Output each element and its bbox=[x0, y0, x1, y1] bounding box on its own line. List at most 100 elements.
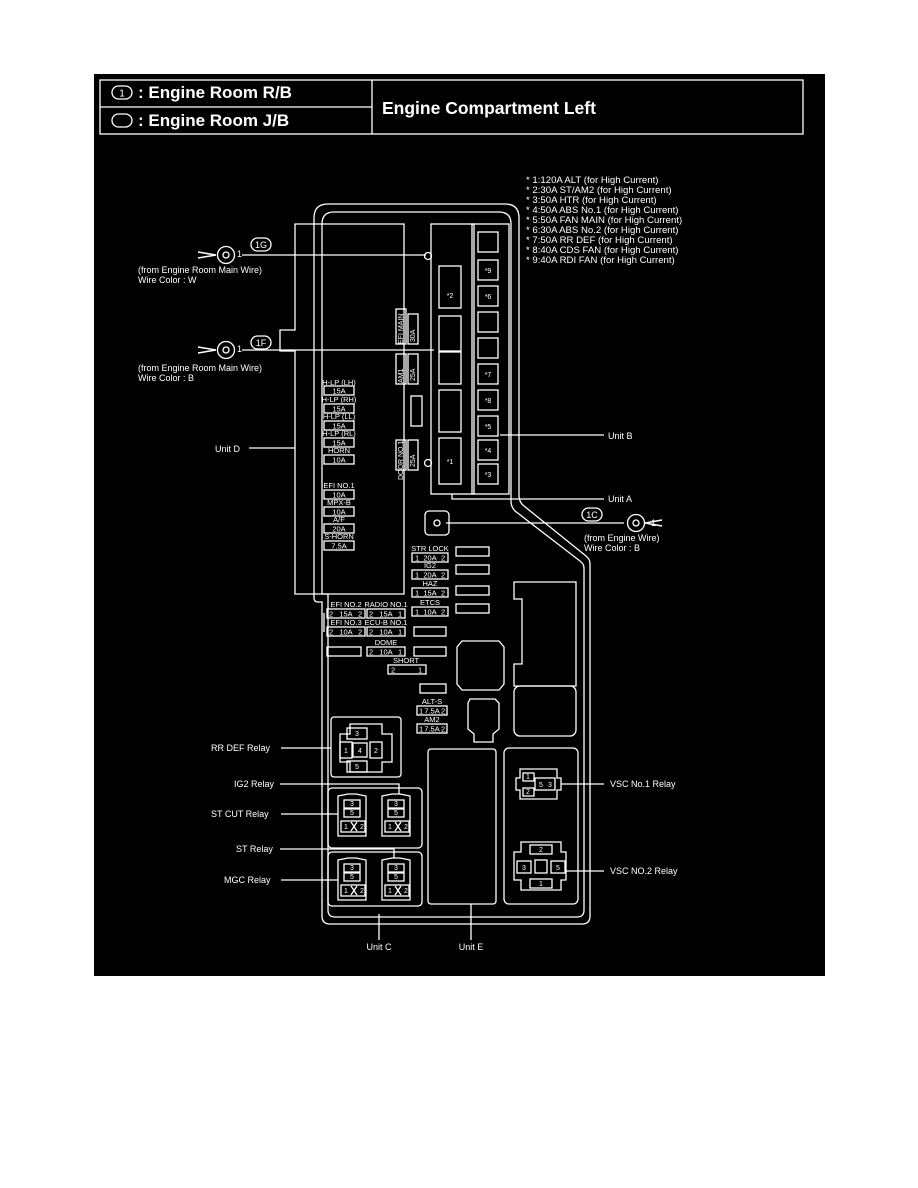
connector-1c-hole bbox=[632, 519, 640, 527]
fuse-short-name: SHORT bbox=[393, 656, 420, 665]
vsc2-pin-1 bbox=[529, 878, 553, 889]
fuse-efi-main-amp: 30A bbox=[410, 329, 417, 342]
rr-def-relay-mount bbox=[330, 716, 402, 778]
fuse-amp: 15A bbox=[379, 610, 392, 619]
note-2: * 2:30A ST/AM2 (for High Current) bbox=[526, 185, 672, 197]
fuse-amp: 10A bbox=[332, 491, 345, 500]
spare-fuse bbox=[455, 546, 490, 557]
pin-number: 1 bbox=[398, 648, 402, 657]
fuse-ig2-name: IG2 bbox=[424, 561, 436, 570]
fuse-amp: 10A bbox=[423, 608, 436, 617]
fuse-name: S-HORN bbox=[324, 532, 354, 541]
pin-number: 3 bbox=[394, 801, 398, 808]
pin-3 bbox=[343, 799, 361, 809]
vsc1-pin-1 bbox=[522, 772, 535, 782]
fuse-amp: 15A bbox=[332, 422, 345, 431]
unit-b-label-8: *8 bbox=[485, 398, 492, 405]
st-cut-relay bbox=[337, 793, 367, 837]
relay-mount-lower bbox=[327, 851, 423, 907]
pin-number: 5 bbox=[350, 810, 354, 817]
pin-number: 1 bbox=[415, 589, 419, 598]
fuse-str-lock-name: STR LOCK bbox=[411, 544, 449, 553]
block-large bbox=[513, 581, 577, 687]
diagram-drawing: 1 1G 1F 1C 1 1 1 (from Engine Room Main … bbox=[99, 79, 804, 952]
pin-number: 1 bbox=[526, 774, 530, 781]
diode-mark bbox=[394, 821, 402, 832]
pin-number: 5 bbox=[394, 810, 398, 817]
fuse-amp: 15A bbox=[332, 387, 345, 396]
rr-def-pin-2 bbox=[369, 741, 383, 759]
note-3: * 3:50A HTR (for High Current) bbox=[526, 195, 657, 207]
fuse-radio-no1 bbox=[366, 608, 406, 619]
ig2-relay bbox=[381, 793, 411, 837]
pin-1x2 bbox=[340, 884, 366, 897]
fuse-name: H-LP (RL) bbox=[322, 429, 356, 438]
fuse-amp: 7.5A bbox=[424, 707, 439, 716]
fuse-horn bbox=[323, 454, 355, 465]
fuse-etcs bbox=[411, 606, 449, 617]
fuse-efi-no2 bbox=[326, 608, 366, 619]
unit-b-slot-7 bbox=[477, 363, 499, 385]
pin-5 bbox=[387, 808, 405, 818]
pin-number: 3 bbox=[355, 731, 359, 738]
fuse-mpx-b bbox=[323, 506, 355, 517]
fuse-door-no1 bbox=[395, 439, 407, 471]
unit-a-stud bbox=[423, 251, 433, 261]
vsc-no2-relay bbox=[513, 841, 567, 891]
pin-number: 2 bbox=[441, 589, 445, 598]
connector-1c-code: 1C bbox=[586, 510, 598, 520]
connector-1f-hole bbox=[222, 346, 230, 354]
vsc-no1-relay-label: VSC No.1 Relay bbox=[610, 779, 676, 789]
unit-b-outline bbox=[471, 223, 510, 495]
pin-number: 1 bbox=[344, 748, 348, 755]
fuse-amp: 10A bbox=[379, 648, 392, 657]
connector-1f-color: Wire Color : B bbox=[138, 373, 194, 383]
pin-number: 5 bbox=[539, 782, 543, 789]
rr-def-pin-5 bbox=[346, 760, 368, 773]
connector-1g-pin-no: 1 bbox=[237, 249, 242, 259]
pin-3 bbox=[343, 863, 361, 873]
pin-number: 2 bbox=[404, 888, 408, 895]
note-9: * 9:40A RDI FAN (for High Current) bbox=[526, 255, 675, 267]
unit-b-slot bbox=[477, 311, 499, 333]
fuse-door-no1-name: DOOR NO.1 bbox=[398, 441, 405, 480]
vsc-no1-relay bbox=[515, 768, 562, 800]
unit-a-stud bbox=[423, 458, 433, 468]
rr-def-pin-1 bbox=[339, 741, 353, 759]
fuse-efi-no3 bbox=[326, 626, 366, 637]
vsc1-pin-5-3 bbox=[534, 777, 556, 791]
pin-number: 2 bbox=[369, 648, 373, 657]
fuse-efi-main bbox=[395, 308, 407, 345]
unit-b-slot-9 bbox=[477, 259, 499, 281]
connector-1f-pin-no: 1 bbox=[237, 344, 242, 354]
vsc-no2-relay-label: VSC NO.2 Relay bbox=[610, 866, 678, 876]
unit-a-outline bbox=[430, 223, 475, 495]
unit-b-slot bbox=[477, 231, 499, 253]
fuse-amp: 15A bbox=[339, 610, 352, 619]
spare-fuse bbox=[455, 603, 490, 614]
pin-number: 2 bbox=[374, 748, 378, 755]
spare-fuse bbox=[455, 585, 490, 596]
block-square bbox=[513, 685, 577, 737]
fuse-efi-main-name: EFI MAIN bbox=[398, 314, 405, 344]
connector-1g-tag bbox=[250, 237, 272, 252]
pin-number: 2 bbox=[360, 888, 364, 895]
fuse-am1 bbox=[395, 353, 407, 385]
unit-a-slot-2 bbox=[438, 265, 462, 309]
fuse-am2-name: AM2 bbox=[424, 715, 439, 724]
vsc-relay-mount bbox=[503, 747, 579, 905]
pin-number: 4 bbox=[358, 748, 362, 755]
fuse-amp: 20A bbox=[423, 571, 436, 580]
unit-b-label-5: *5 bbox=[485, 424, 492, 431]
pin-number: 2 bbox=[360, 824, 364, 831]
unit-c-label: Unit C bbox=[366, 942, 392, 952]
pin-1x2 bbox=[384, 820, 410, 833]
pin-number: 2 bbox=[441, 725, 445, 734]
pin-number: 2 bbox=[539, 847, 543, 854]
fuse-am2 bbox=[416, 723, 448, 734]
fuse-h-lp-lh bbox=[323, 385, 355, 396]
pin-number: 1 bbox=[344, 824, 348, 831]
pin-number: 2 bbox=[358, 628, 362, 637]
pin-number: 2 bbox=[369, 610, 373, 619]
fuse-alt-s-name: ALT-S bbox=[422, 697, 442, 706]
